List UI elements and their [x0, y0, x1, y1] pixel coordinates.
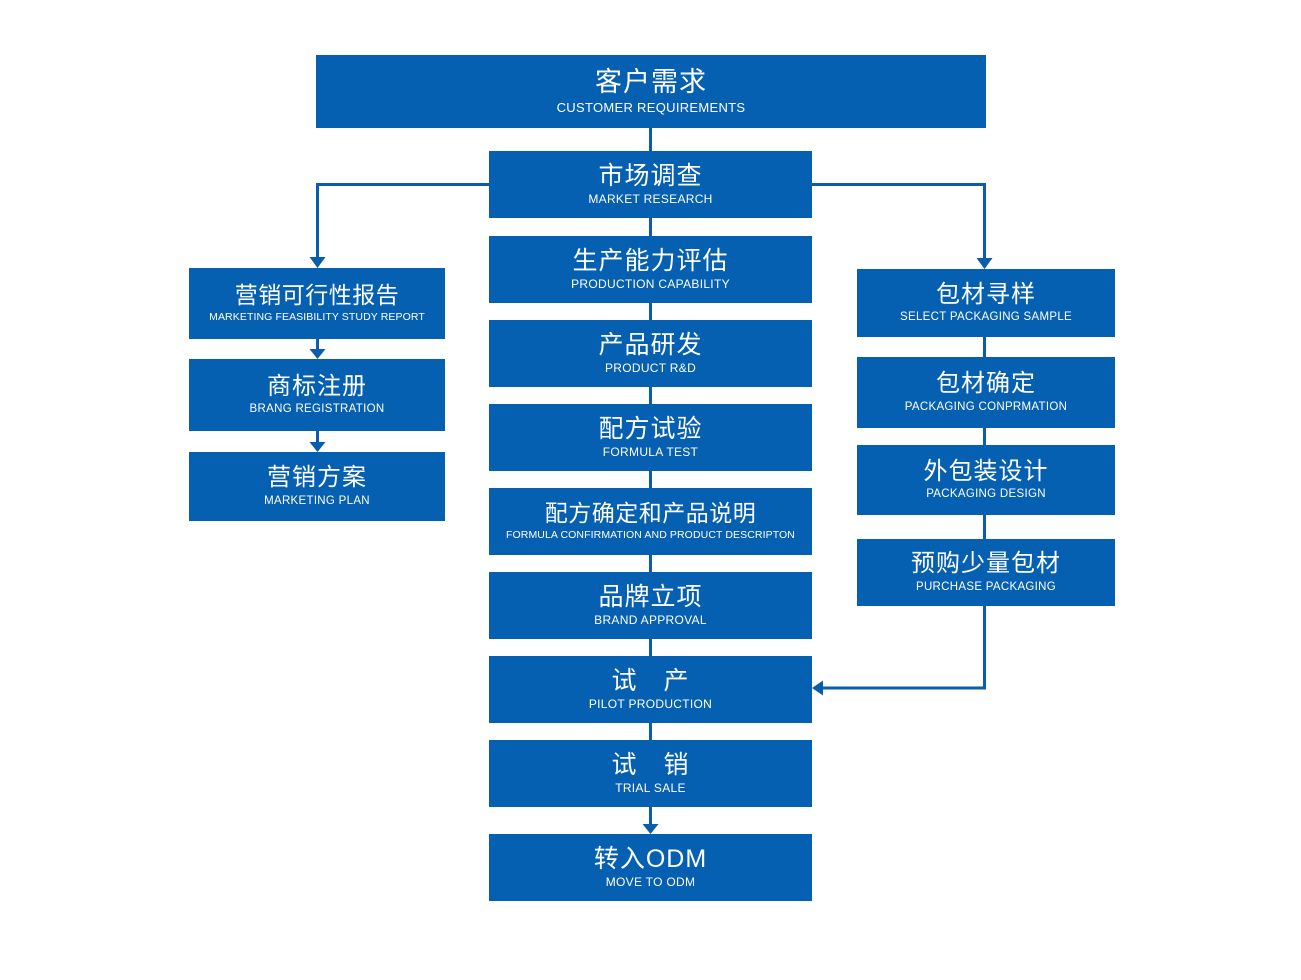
node-purchase-packaging: 预购少量包材 PURCHASE PACKAGING: [857, 539, 1115, 606]
node-move-to-odm: 转入ODM MOVE TO ODM: [489, 834, 812, 901]
node-subtitle: PURCHASE PACKAGING: [915, 580, 1057, 593]
node-subtitle: MARKETING PLAN: [264, 494, 370, 507]
arrowhead-to-feasibility: [309, 257, 326, 268]
node-brand-approval: 品牌立项 BRAND APPROVAL: [489, 572, 812, 639]
node-product-rd: 产品研发 PRODUCT R&D: [489, 320, 812, 387]
node-subtitle: BRAND APPROVAL: [594, 613, 707, 628]
node-packaging-design: 外包装设计 PACKAGING DESIGN: [857, 445, 1115, 515]
node-production-capability: 生产能力评估 PRODUCTION CAPABILITY: [489, 236, 812, 303]
node-marketing-feasibility: 营销可行性报告 MARKETING FEASIBILITY STUDY REPO…: [189, 268, 445, 339]
node-subtitle: MARKETING FEASIBILITY STUDY REPORT: [209, 310, 425, 323]
node-formula-test: 配方试验 FORMULA TEST: [489, 404, 812, 471]
node-subtitle: PRODUCT R&D: [604, 361, 697, 376]
node-subtitle: MARKET RESEARCH: [588, 192, 713, 207]
connector-market-to-right-branch: [812, 183, 986, 259]
node-trial-sale: 试 销 TRIAL SALE: [489, 740, 812, 807]
arrowhead-to-plan: [309, 442, 326, 452]
node-subtitle: FORMULA CONFIRMATION AND PRODUCT DESCRIP…: [506, 528, 795, 541]
node-title: 生产能力评估: [572, 247, 729, 276]
node-title: 包材确定: [936, 370, 1036, 398]
node-subtitle: TRIAL SALE: [615, 781, 686, 796]
node-title: 营销可行性报告: [234, 282, 400, 309]
node-title: 外包装设计: [923, 457, 1049, 485]
node-subtitle: PACKAGING CONPRMATION: [904, 400, 1068, 413]
node-subtitle: MOVE TO ODM: [605, 875, 696, 890]
node-customer-requirements: 客户需求 CUSTOMER REQUIREMENTS: [316, 55, 986, 128]
node-title: 配方确定和产品说明: [544, 500, 757, 527]
arrowhead-to-registration: [309, 349, 326, 359]
node-title: 预购少量包材: [911, 550, 1061, 578]
node-subtitle: PACKAGING DESIGN: [926, 488, 1046, 501]
arrowhead-to-sample: [976, 258, 993, 269]
node-subtitle: CUSTOMER REQUIREMENTS: [556, 99, 746, 115]
node-subtitle: PRODUCTION CAPABILITY: [571, 277, 730, 292]
node-marketing-plan: 营销方案 MARKETING PLAN: [189, 452, 445, 521]
node-title: 产品研发: [598, 331, 703, 360]
node-title: 商标注册: [267, 372, 367, 400]
node-title: 试 产: [611, 667, 690, 696]
node-packaging-confirmation: 包材确定 PACKAGING CONPRMATION: [857, 357, 1115, 428]
node-title: 营销方案: [267, 464, 367, 492]
node-brand-registration: 商标注册 BRANG REGISTRATION: [189, 359, 445, 431]
node-title: 包材寻样: [936, 280, 1036, 308]
node-subtitle: BRANG REGISTRATION: [249, 403, 385, 416]
node-title: 转入ODM: [593, 845, 708, 874]
node-title: 市场调查: [598, 162, 703, 191]
node-title: 试 销: [611, 751, 690, 780]
node-subtitle: SELECT PACKAGING SAMPLE: [900, 311, 1072, 324]
node-subtitle: PILOT PRODUCTION: [588, 697, 713, 712]
connector-purchase-to-pilot: [823, 606, 986, 690]
node-title: 配方试验: [598, 415, 703, 444]
node-title: 客户需求: [595, 67, 707, 98]
node-select-packaging-sample: 包材寻样 SELECT PACKAGING SAMPLE: [857, 269, 1115, 337]
node-subtitle: FORMULA TEST: [602, 445, 699, 460]
node-pilot-production: 试 产 PILOT PRODUCTION: [489, 656, 812, 723]
arrowhead-to-odm: [642, 824, 659, 834]
node-formula-confirmation: 配方确定和产品说明 FORMULA CONFIRMATION AND PRODU…: [489, 488, 812, 555]
arrowhead-to-pilot: [812, 680, 823, 696]
connector-market-to-left-branch: [316, 183, 489, 258]
node-market-research: 市场调查 MARKET RESEARCH: [489, 151, 812, 218]
node-title: 品牌立项: [598, 583, 703, 612]
